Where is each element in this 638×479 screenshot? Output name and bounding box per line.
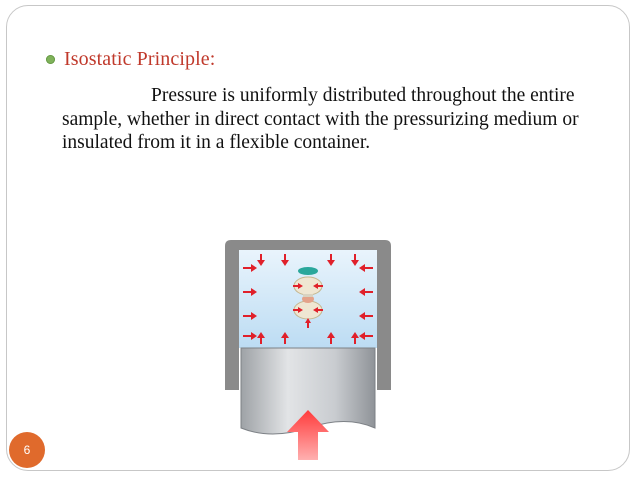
piston-force-arrow: [287, 410, 329, 460]
isostatic-press-diagram: [225, 240, 391, 460]
page-number-badge: 6: [9, 432, 45, 468]
slide-heading: Isostatic Principle:: [64, 48, 216, 70]
slide-body-text: Pressure is uniformly distributed throug…: [62, 85, 579, 153]
bullet-icon: [46, 55, 55, 64]
pressure-arrows: [243, 254, 373, 344]
bullet-heading-row: Isostatic Principle:: [46, 48, 215, 71]
